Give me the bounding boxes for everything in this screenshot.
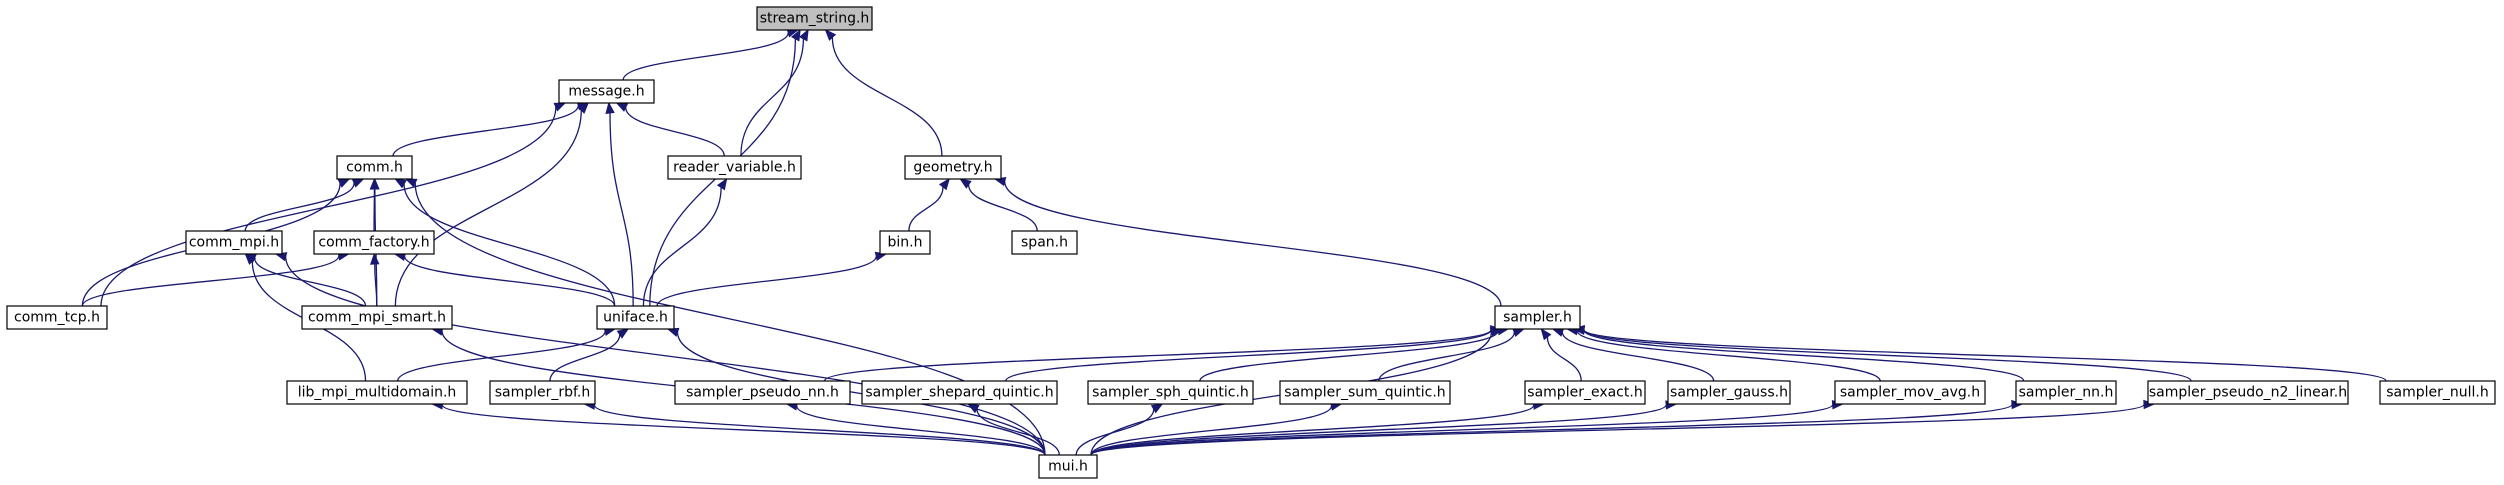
node-label: span.h xyxy=(1021,235,1068,251)
edge-sampler_mov_avg-to-sampler xyxy=(1565,326,1881,382)
edge-mui-to-sampler_shepard_quintic xyxy=(967,403,1060,456)
edge-reader_variable-to-message xyxy=(615,102,725,157)
edge-comm_tcp-to-comm_factory xyxy=(81,251,350,307)
node-sampler-gauss[interactable]: sampler_gauss.h xyxy=(1667,380,1791,405)
node-sampler-pseudo-n2-linear[interactable]: sampler_pseudo_n2_linear.h xyxy=(2147,380,2349,405)
edge-mui-to-lib_mpi_multidomain xyxy=(430,400,1046,456)
edge-uniface-to-message xyxy=(605,101,634,307)
edge-sampler_pseudo_nn-to-sampler xyxy=(823,325,1503,382)
node-label: geometry.h xyxy=(913,160,992,176)
edge-sampler_gauss-to-sampler xyxy=(1551,327,1715,382)
node-sampler-exact[interactable]: sampler_exact.h xyxy=(1524,380,1646,405)
edge-sampler_shepard_quintic-to-sampler xyxy=(1005,325,1503,382)
node-label: sampler_exact.h xyxy=(1527,385,1642,401)
node-label: sampler.h xyxy=(1503,310,1572,326)
node-sampler[interactable]: sampler.h xyxy=(1494,305,1581,330)
node-comm-mpi-smart[interactable]: comm_mpi_smart.h xyxy=(301,305,453,330)
edge-comm_mpi-to-comm xyxy=(244,178,365,232)
node-comm[interactable]: comm.h xyxy=(336,155,413,180)
edge-sampler_rbf-to-uniface xyxy=(549,328,630,382)
node-uniface[interactable]: uniface.h xyxy=(596,305,675,330)
node-lib-mpi-multidomain[interactable]: lib_mpi_multidomain.h xyxy=(286,380,468,405)
node-label: comm_mpi.h xyxy=(189,235,279,251)
edge-sampler_sum_quintic-to-sampler xyxy=(1378,328,1525,382)
node-label: sampler_shepard_quintic.h xyxy=(865,385,1053,401)
node-label: sampler_sph_quintic.h xyxy=(1092,385,1249,401)
node-stream-string[interactable]: stream_string.h xyxy=(756,6,873,31)
edge-sampler_nn-to-sampler xyxy=(1572,325,2025,382)
edge-mui-to-uniface xyxy=(666,327,1046,456)
edge-message-to-stream_string xyxy=(622,28,800,81)
edge-sampler_exact-to-sampler xyxy=(1540,327,1582,382)
edge-lib_mpi_multidomain-to-uniface xyxy=(397,326,617,382)
node-label: stream_string.h xyxy=(760,11,870,27)
node-label: sampler_rbf.h xyxy=(495,385,591,401)
node-sampler-sum-quintic[interactable]: sampler_sum_quintic.h xyxy=(1279,380,1451,405)
node-label: mui.h xyxy=(1048,459,1088,475)
node-sampler-shepard-quintic[interactable]: sampler_shepard_quintic.h xyxy=(861,380,1058,405)
edge-comm_tcp-to-message xyxy=(100,102,567,307)
edge-uniface-to-reader_variable xyxy=(642,177,728,307)
edge-mui-to-comm_mpi xyxy=(274,252,1046,456)
node-message[interactable]: message.h xyxy=(558,79,655,104)
node-label: bin.h xyxy=(888,235,923,251)
node-comm-mpi[interactable]: comm_mpi.h xyxy=(185,230,283,255)
node-layer: stream_string.h message.h reader_variable.… xyxy=(6,6,2496,479)
node-label: uniface.h xyxy=(603,310,668,326)
edge-mui-to-sampler_mov_avg xyxy=(1090,399,1844,456)
node-label: comm.h xyxy=(346,160,403,176)
node-reader-variable[interactable]: reader_variable.h xyxy=(667,155,802,180)
node-label: sampler_nn.h xyxy=(2019,385,2114,401)
node-label: lib_mpi_multidomain.h xyxy=(298,385,457,401)
node-label: sampler_gauss.h xyxy=(1670,385,1788,401)
edge-comm_mpi_smart-to-comm_mpi xyxy=(244,253,367,307)
node-label: sampler_sum_quintic.h xyxy=(1284,385,1445,401)
edge-uniface-to-comm xyxy=(394,178,616,307)
node-sampler-null[interactable]: sampler_null.h xyxy=(2379,380,2496,405)
edge-geometry-to-stream_string xyxy=(824,29,943,157)
node-label: comm_factory.h xyxy=(318,235,429,251)
node-sampler-sph-quintic[interactable]: sampler_sph_quintic.h xyxy=(1087,380,1254,405)
node-label: reader_variable.h xyxy=(673,160,796,176)
node-label: comm_tcp.h xyxy=(14,310,100,326)
edge-mui-to-comm xyxy=(404,178,1046,456)
node-comm-factory[interactable]: comm_factory.h xyxy=(313,230,435,255)
node-bin[interactable]: bin.h xyxy=(879,230,931,255)
edge-span-to-geometry xyxy=(959,178,1038,232)
node-sampler-mov-avg[interactable]: sampler_mov_avg.h xyxy=(1834,380,1986,405)
node-label: sampler_pseudo_n2_linear.h xyxy=(2149,385,2347,401)
node-label: sampler_mov_avg.h xyxy=(1840,385,1980,401)
node-label: message.h xyxy=(568,84,644,100)
edge-mui-to-sampler_gauss xyxy=(1090,400,1678,456)
node-label: sampler_pseudo_nn.h xyxy=(686,385,839,401)
node-sampler-pseudo-nn[interactable]: sampler_pseudo_nn.h xyxy=(674,380,851,405)
edge-comm_mpi_smart-to-message xyxy=(394,102,590,307)
node-label: comm_mpi_smart.h xyxy=(308,310,446,326)
node-mui[interactable]: mui.h xyxy=(1038,454,1098,479)
edge-mui-to-sampler_nn xyxy=(1090,399,2024,456)
edge-uniface-to-bin xyxy=(656,251,888,307)
edge-mui-to-sampler_sph_quintic xyxy=(1075,403,1164,456)
node-label: sampler_null.h xyxy=(2386,385,2489,401)
edge-comm_mpi_smart-to-comm_factory xyxy=(370,252,380,307)
node-sampler-nn[interactable]: sampler_nn.h xyxy=(2015,380,2117,405)
node-span[interactable]: span.h xyxy=(1011,230,1078,255)
edge-sampler_pseudo_n2_linear-to-sampler xyxy=(1572,325,2192,382)
edge-bin-to-geometry xyxy=(908,177,950,232)
node-comm-tcp[interactable]: comm_tcp.h xyxy=(6,305,108,330)
node-geometry[interactable]: geometry.h xyxy=(904,155,1002,180)
edge-reader_variable-to-stream_string xyxy=(740,28,809,157)
node-sampler-rbf[interactable]: sampler_rbf.h xyxy=(489,380,596,405)
